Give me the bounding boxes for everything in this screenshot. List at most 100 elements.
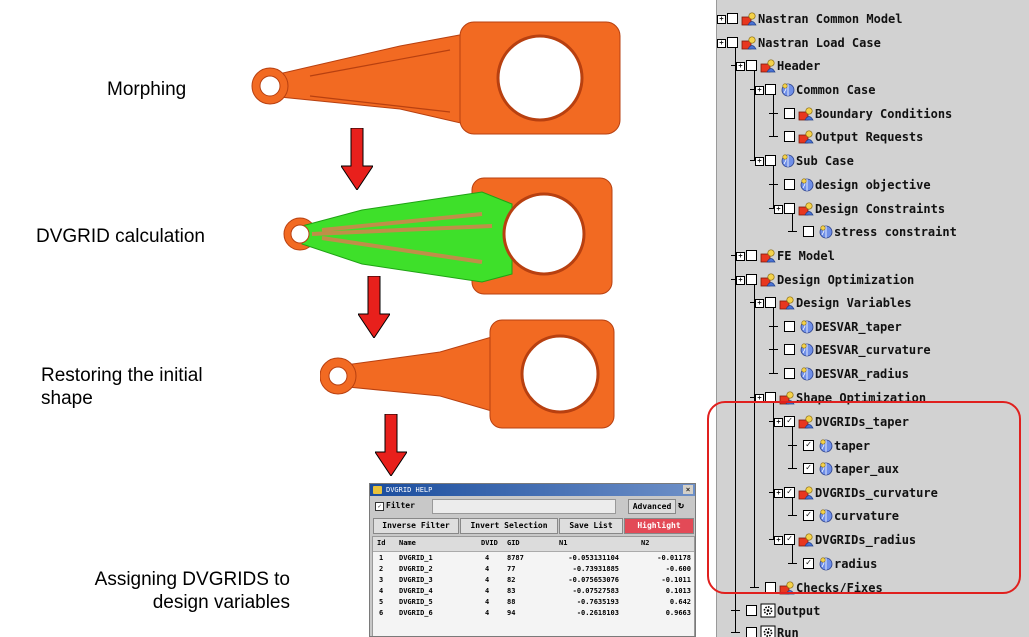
- expand-toggle-icon[interactable]: +: [736, 276, 745, 285]
- tree-item-design-objective[interactable]: design objective: [717, 177, 1029, 193]
- expand-toggle-icon[interactable]: +: [755, 157, 764, 166]
- folder-person-icon: [798, 201, 814, 216]
- tree-checkbox[interactable]: [746, 605, 757, 616]
- tree-item-dvgrids-taper[interactable]: +✓DVGRIDs_taper: [717, 414, 1029, 430]
- expand-toggle-icon[interactable]: +: [755, 299, 764, 308]
- tree-item-sub-case[interactable]: +Sub Case: [717, 153, 1029, 169]
- tree-checkbox[interactable]: [803, 226, 814, 237]
- tree-item-checks-fixes[interactable]: Checks/Fixes: [717, 580, 1029, 596]
- globe-icon: [779, 153, 795, 168]
- tree-item-taper[interactable]: ✓taper: [717, 438, 1029, 454]
- tree-item-radius[interactable]: ✓radius: [717, 556, 1029, 572]
- save-list-button[interactable]: Save List: [559, 518, 623, 534]
- tree-checkbox[interactable]: ✓: [784, 534, 795, 545]
- folder-person-icon: [798, 485, 814, 500]
- expand-toggle-icon[interactable]: +: [774, 205, 783, 214]
- tree-item-design-optimization[interactable]: +Design Optimization: [717, 272, 1029, 288]
- down-arrow-icon: [375, 414, 407, 476]
- tree-checkbox[interactable]: [765, 155, 776, 166]
- tree-item-desvar-taper[interactable]: DESVAR_taper: [717, 319, 1029, 335]
- tree-item-label: curvature: [834, 509, 900, 523]
- table-cell: 0.9663: [665, 609, 691, 617]
- tree-checkbox[interactable]: [784, 344, 795, 355]
- tree-checkbox[interactable]: [784, 108, 795, 119]
- tree-checkbox[interactable]: ✓: [803, 510, 814, 521]
- tree-checkbox[interactable]: ✓: [784, 416, 795, 427]
- tree-item-boundary-conditions[interactable]: Boundary Conditions: [717, 106, 1029, 122]
- tree-item-stress-constraint[interactable]: stress constraint: [717, 224, 1029, 240]
- model-tree-panel: +Nastran Common Model+Nastran Load Case+…: [716, 0, 1029, 637]
- tree-checkbox[interactable]: [784, 321, 795, 332]
- expand-toggle-icon[interactable]: +: [717, 15, 726, 24]
- tree-checkbox[interactable]: ✓: [803, 463, 814, 474]
- tree-checkbox[interactable]: [727, 13, 738, 24]
- column-header-n2[interactable]: N2: [641, 539, 650, 547]
- expand-toggle-icon[interactable]: +: [774, 489, 783, 498]
- tree-item-header[interactable]: +Header: [717, 58, 1029, 74]
- filter-input[interactable]: [432, 499, 616, 514]
- column-header-id[interactable]: Id: [377, 539, 386, 547]
- tree-item-taper-aux[interactable]: ✓taper_aux: [717, 461, 1029, 477]
- folder-person-icon: [741, 11, 757, 26]
- tree-item-run[interactable]: Run: [717, 625, 1029, 637]
- tree-item-dvgrids-radius[interactable]: +✓DVGRIDs_radius: [717, 532, 1029, 548]
- tree-checkbox[interactable]: [784, 131, 795, 142]
- tree-checkbox[interactable]: [784, 203, 795, 214]
- expand-toggle-icon[interactable]: +: [774, 536, 783, 545]
- expand-toggle-icon[interactable]: +: [736, 62, 745, 71]
- tree-checkbox[interactable]: [727, 37, 738, 48]
- expand-toggle-icon[interactable]: +: [717, 39, 726, 48]
- tree-checkbox[interactable]: [746, 274, 757, 285]
- tree-checkbox[interactable]: ✓: [803, 440, 814, 451]
- filter-checkbox[interactable]: ✓: [375, 502, 384, 511]
- tree-item-output[interactable]: Output: [717, 603, 1029, 619]
- tree-item-desvar-radius[interactable]: DESVAR_radius: [717, 366, 1029, 382]
- invert-selection-button[interactable]: Invert Selection: [460, 518, 558, 534]
- tree-item-fe-model[interactable]: +FE Model: [717, 248, 1029, 264]
- tree-checkbox[interactable]: [746, 250, 757, 261]
- tree-checkbox[interactable]: [784, 179, 795, 190]
- tree-checkbox[interactable]: [765, 84, 776, 95]
- tree-item-nastran-common-model[interactable]: +Nastran Common Model: [717, 11, 1029, 27]
- inverse-filter-button[interactable]: Inverse Filter: [373, 518, 459, 534]
- column-header-gid[interactable]: GID: [507, 539, 520, 547]
- tree-connector-line: [769, 421, 778, 422]
- expand-toggle-icon[interactable]: +: [755, 86, 764, 95]
- column-header-n1[interactable]: N1: [559, 539, 568, 547]
- dialog-titlebar[interactable]: DVGRID HELP ×: [370, 484, 695, 496]
- tree-item-curvature[interactable]: ✓ curvature: [717, 508, 1029, 524]
- tree-checkbox[interactable]: [784, 368, 795, 379]
- advanced-button[interactable]: Advanced: [628, 499, 676, 514]
- tree-checkbox[interactable]: [765, 297, 776, 308]
- table-cell: -0.73931885: [572, 565, 619, 573]
- refresh-icon[interactable]: ↻: [678, 500, 685, 511]
- tree-item-common-case[interactable]: +Common Case: [717, 82, 1029, 98]
- tree-connector-line: [731, 65, 740, 66]
- tree-item-design-constraints[interactable]: +Design Constraints: [717, 201, 1029, 217]
- folder-person-icon: [798, 129, 814, 144]
- tree-checkbox[interactable]: ✓: [803, 558, 814, 569]
- tree-connector-line: [769, 113, 778, 114]
- tree-item-dvgrids-curvature[interactable]: +✓DVGRIDs_curvature: [717, 485, 1029, 501]
- tree-checkbox[interactable]: ✓: [784, 487, 795, 498]
- column-header-name[interactable]: Name: [399, 539, 416, 547]
- tree-item-output-requests[interactable]: Output Requests: [717, 129, 1029, 145]
- close-icon[interactable]: ×: [683, 485, 693, 494]
- tree-connector-line: [773, 308, 774, 373]
- highlight-button[interactable]: Highlight: [624, 518, 694, 534]
- expand-toggle-icon[interactable]: +: [736, 252, 745, 261]
- tree-checkbox[interactable]: [746, 627, 757, 637]
- column-header-dvid[interactable]: DVID: [481, 539, 498, 547]
- tree-item-nastran-load-case[interactable]: +Nastran Load Case: [717, 35, 1029, 51]
- tree-item-desvar-curvature[interactable]: DESVAR_curvature: [717, 342, 1029, 358]
- tree-connector-line: [769, 184, 778, 185]
- expand-toggle-icon[interactable]: +: [774, 418, 783, 427]
- tree-checkbox[interactable]: [746, 60, 757, 71]
- tree-item-design-variables[interactable]: +Design Variables: [717, 295, 1029, 311]
